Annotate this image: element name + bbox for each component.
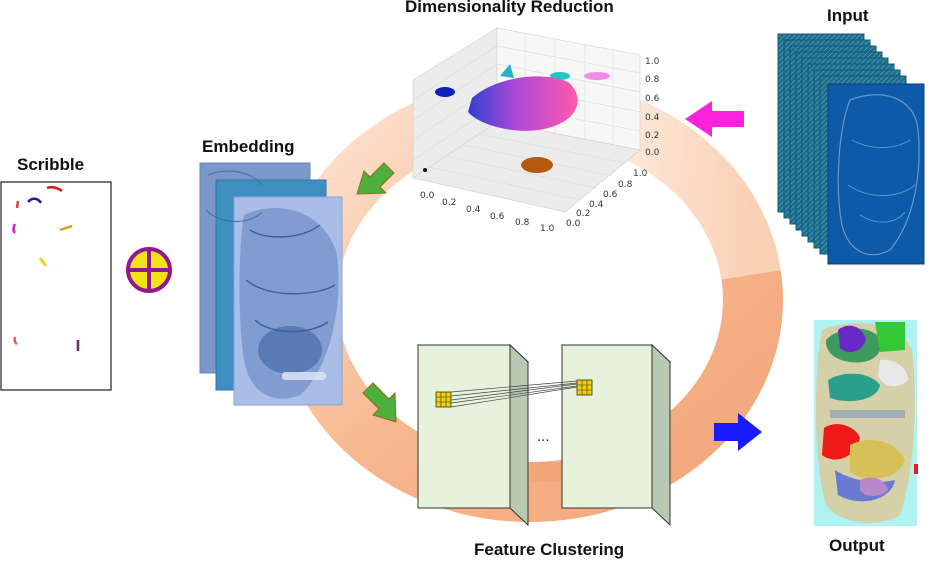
z-tick: 1.0 <box>645 57 660 67</box>
output-segmentation-map <box>814 320 918 526</box>
flow-arrow-to-clustering <box>362 382 397 423</box>
scribble-panel <box>0 181 112 391</box>
x-tick: 0.0 <box>420 191 435 201</box>
x-tick: 0.8 <box>515 218 530 228</box>
combine-plus-icon <box>126 247 172 293</box>
scribble-label: Scribble <box>17 155 85 174</box>
output-arrow <box>714 413 762 451</box>
y-tick: 0.4 <box>589 200 604 210</box>
y-tick: 0.0 <box>566 219 581 229</box>
z-tick: 0.6 <box>645 94 660 104</box>
ellipsis-text: ... <box>537 428 550 445</box>
z-tick: 0.8 <box>645 75 660 85</box>
y-axis-ticks: 1.0 0.8 0.6 0.4 0.2 0.0 <box>566 169 648 229</box>
kernel-grid-2 <box>576 379 593 396</box>
conv-block-2 <box>561 344 653 509</box>
flow-arrow-to-embedding <box>356 162 395 195</box>
y-tick: 0.8 <box>618 180 633 190</box>
x-tick: 0.6 <box>490 212 505 222</box>
y-tick: 0.2 <box>576 209 590 219</box>
embedding-label: Embedding <box>202 137 295 156</box>
x-tick: 0.4 <box>466 205 481 215</box>
connection-lines <box>450 380 578 408</box>
z-tick: 0.0 <box>645 148 660 158</box>
z-tick: 0.4 <box>645 113 660 123</box>
kernel-grid-1 <box>435 391 452 408</box>
output-label: Output <box>829 536 885 555</box>
conv-block-1 <box>417 344 511 509</box>
z-axis-ticks: 1.0 0.8 0.6 0.4 0.2 0.0 <box>645 57 660 158</box>
feature-clustering-label: Feature Clustering <box>474 540 625 559</box>
scatter-3d-plot: 1.0 0.8 0.6 0.4 0.2 0.0 0.0 0.2 0.4 0.6 … <box>412 27 660 234</box>
input-arrow <box>685 101 744 137</box>
x-tick: 0.2 <box>442 198 456 208</box>
input-label: Input <box>827 6 869 25</box>
input-slice-front <box>827 83 925 265</box>
x-tick: 1.0 <box>540 224 555 234</box>
feature-clustering-blocks: ... <box>416 343 672 527</box>
input-image-stack <box>777 33 925 265</box>
x-axis-ticks: 0.0 0.2 0.4 0.6 0.8 1.0 <box>420 191 555 234</box>
z-tick: 0.2 <box>645 131 659 141</box>
y-tick: 0.6 <box>603 190 618 200</box>
dimensionality-reduction-label: Dimensionality Reduction <box>405 0 614 16</box>
embedding-stack <box>199 162 343 406</box>
y-tick: 1.0 <box>633 169 648 179</box>
